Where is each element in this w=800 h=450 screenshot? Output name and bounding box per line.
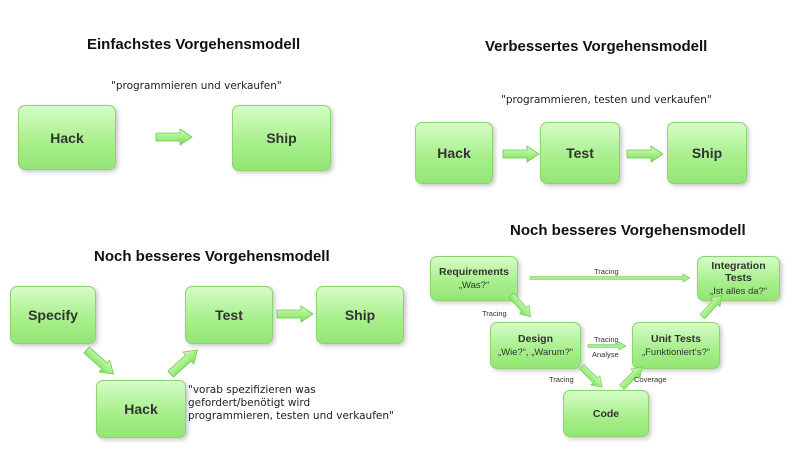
q3-test-label: Test xyxy=(215,307,243,323)
q4-label-tracing-design-code: Tracing xyxy=(549,375,574,384)
q4-label-analyse: Analyse xyxy=(592,350,619,359)
q4-requirements-sub: „Was?“ xyxy=(458,280,490,291)
q2-ship-label: Ship xyxy=(691,145,723,161)
q4-arrow-design-unit xyxy=(587,341,627,351)
q4-label-coverage: Coverage xyxy=(634,375,667,384)
q2-hack-label: Hack xyxy=(437,145,471,161)
q4-design-box: Design „Wie?“, „Warum?“ xyxy=(490,322,581,369)
q3-hack-label: Hack xyxy=(124,401,158,417)
q4-arrow-req-integration xyxy=(529,273,691,283)
q3-arrow-test-ship xyxy=(276,305,314,323)
q2-test-box: Test xyxy=(540,122,620,184)
q4-arrow-unit-integration xyxy=(698,291,727,321)
q4-integration-label: Integration Tests xyxy=(711,260,766,284)
q4-arrow-design-code xyxy=(577,362,606,391)
q2-test-label: Test xyxy=(566,145,594,161)
q1-hack-box: Hack xyxy=(18,105,116,170)
q2-ship-box: Ship xyxy=(667,122,747,184)
q4-code-label: Code xyxy=(592,407,620,420)
q1-caption: "programmieren und verkaufen" xyxy=(111,80,282,92)
q3-title: Noch besseres Vorgehensmodell xyxy=(94,248,330,265)
q2-title: Verbessertes Vorgehensmodell xyxy=(485,38,708,55)
q3-specify-box: Specify xyxy=(10,286,96,344)
q2-arrow-hack-test xyxy=(502,145,540,163)
q4-unittests-sub: „Funktioniert‘s?“ xyxy=(641,347,711,358)
q4-integration-box: Integration Tests „Ist alles da?“ xyxy=(697,256,780,301)
q3-caption: "vorab spezifizieren was gefordert/benöt… xyxy=(188,384,394,422)
q4-design-label: Design xyxy=(517,333,553,345)
q4-unittests-label: Unit Tests xyxy=(651,333,701,345)
q4-requirements-box: Requirements „Was?“ xyxy=(430,256,518,301)
q2-arrow-test-ship xyxy=(626,145,664,163)
q1-title: Einfachstes Vorgehensmodell xyxy=(87,36,301,53)
q4-title: Noch besseres Vorgehensmodell xyxy=(510,222,746,239)
q1-ship-box: Ship xyxy=(232,105,331,171)
q1-ship-label: Ship xyxy=(266,130,297,146)
q4-code-box: Code xyxy=(563,390,649,437)
q4-design-sub: „Wie?“, „Warum?“ xyxy=(497,347,574,358)
q2-hack-box: Hack xyxy=(415,122,493,184)
q3-ship-box: Ship xyxy=(316,286,404,344)
q4-integration-sub: „Ist alles da?“ xyxy=(709,286,768,297)
q1-hack-label: Hack xyxy=(50,129,84,146)
q4-label-tracing-top: Tracing xyxy=(594,267,619,276)
q3-specify-label: Specify xyxy=(28,307,78,323)
q4-arrow-req-design xyxy=(507,291,536,321)
q3-hack-box: Hack xyxy=(96,380,186,438)
q3-ship-label: Ship xyxy=(344,307,376,323)
q1-arrow-hack-ship xyxy=(155,128,193,146)
q3-arrow-hack-test xyxy=(165,344,202,380)
q3-test-box: Test xyxy=(185,286,273,344)
q4-label-tracing-req-design: Tracing xyxy=(482,309,507,318)
q3-arrow-specify-hack xyxy=(81,344,118,380)
q4-label-tracing-design-unit: Tracing xyxy=(594,335,619,344)
q4-unittests-box: Unit Tests „Funktioniert‘s?“ xyxy=(632,322,720,369)
q4-arrow-code-unit xyxy=(617,362,646,391)
q2-caption: "programmieren, testen und verkaufen" xyxy=(501,94,712,106)
q4-requirements-label: Requirements xyxy=(438,266,510,278)
